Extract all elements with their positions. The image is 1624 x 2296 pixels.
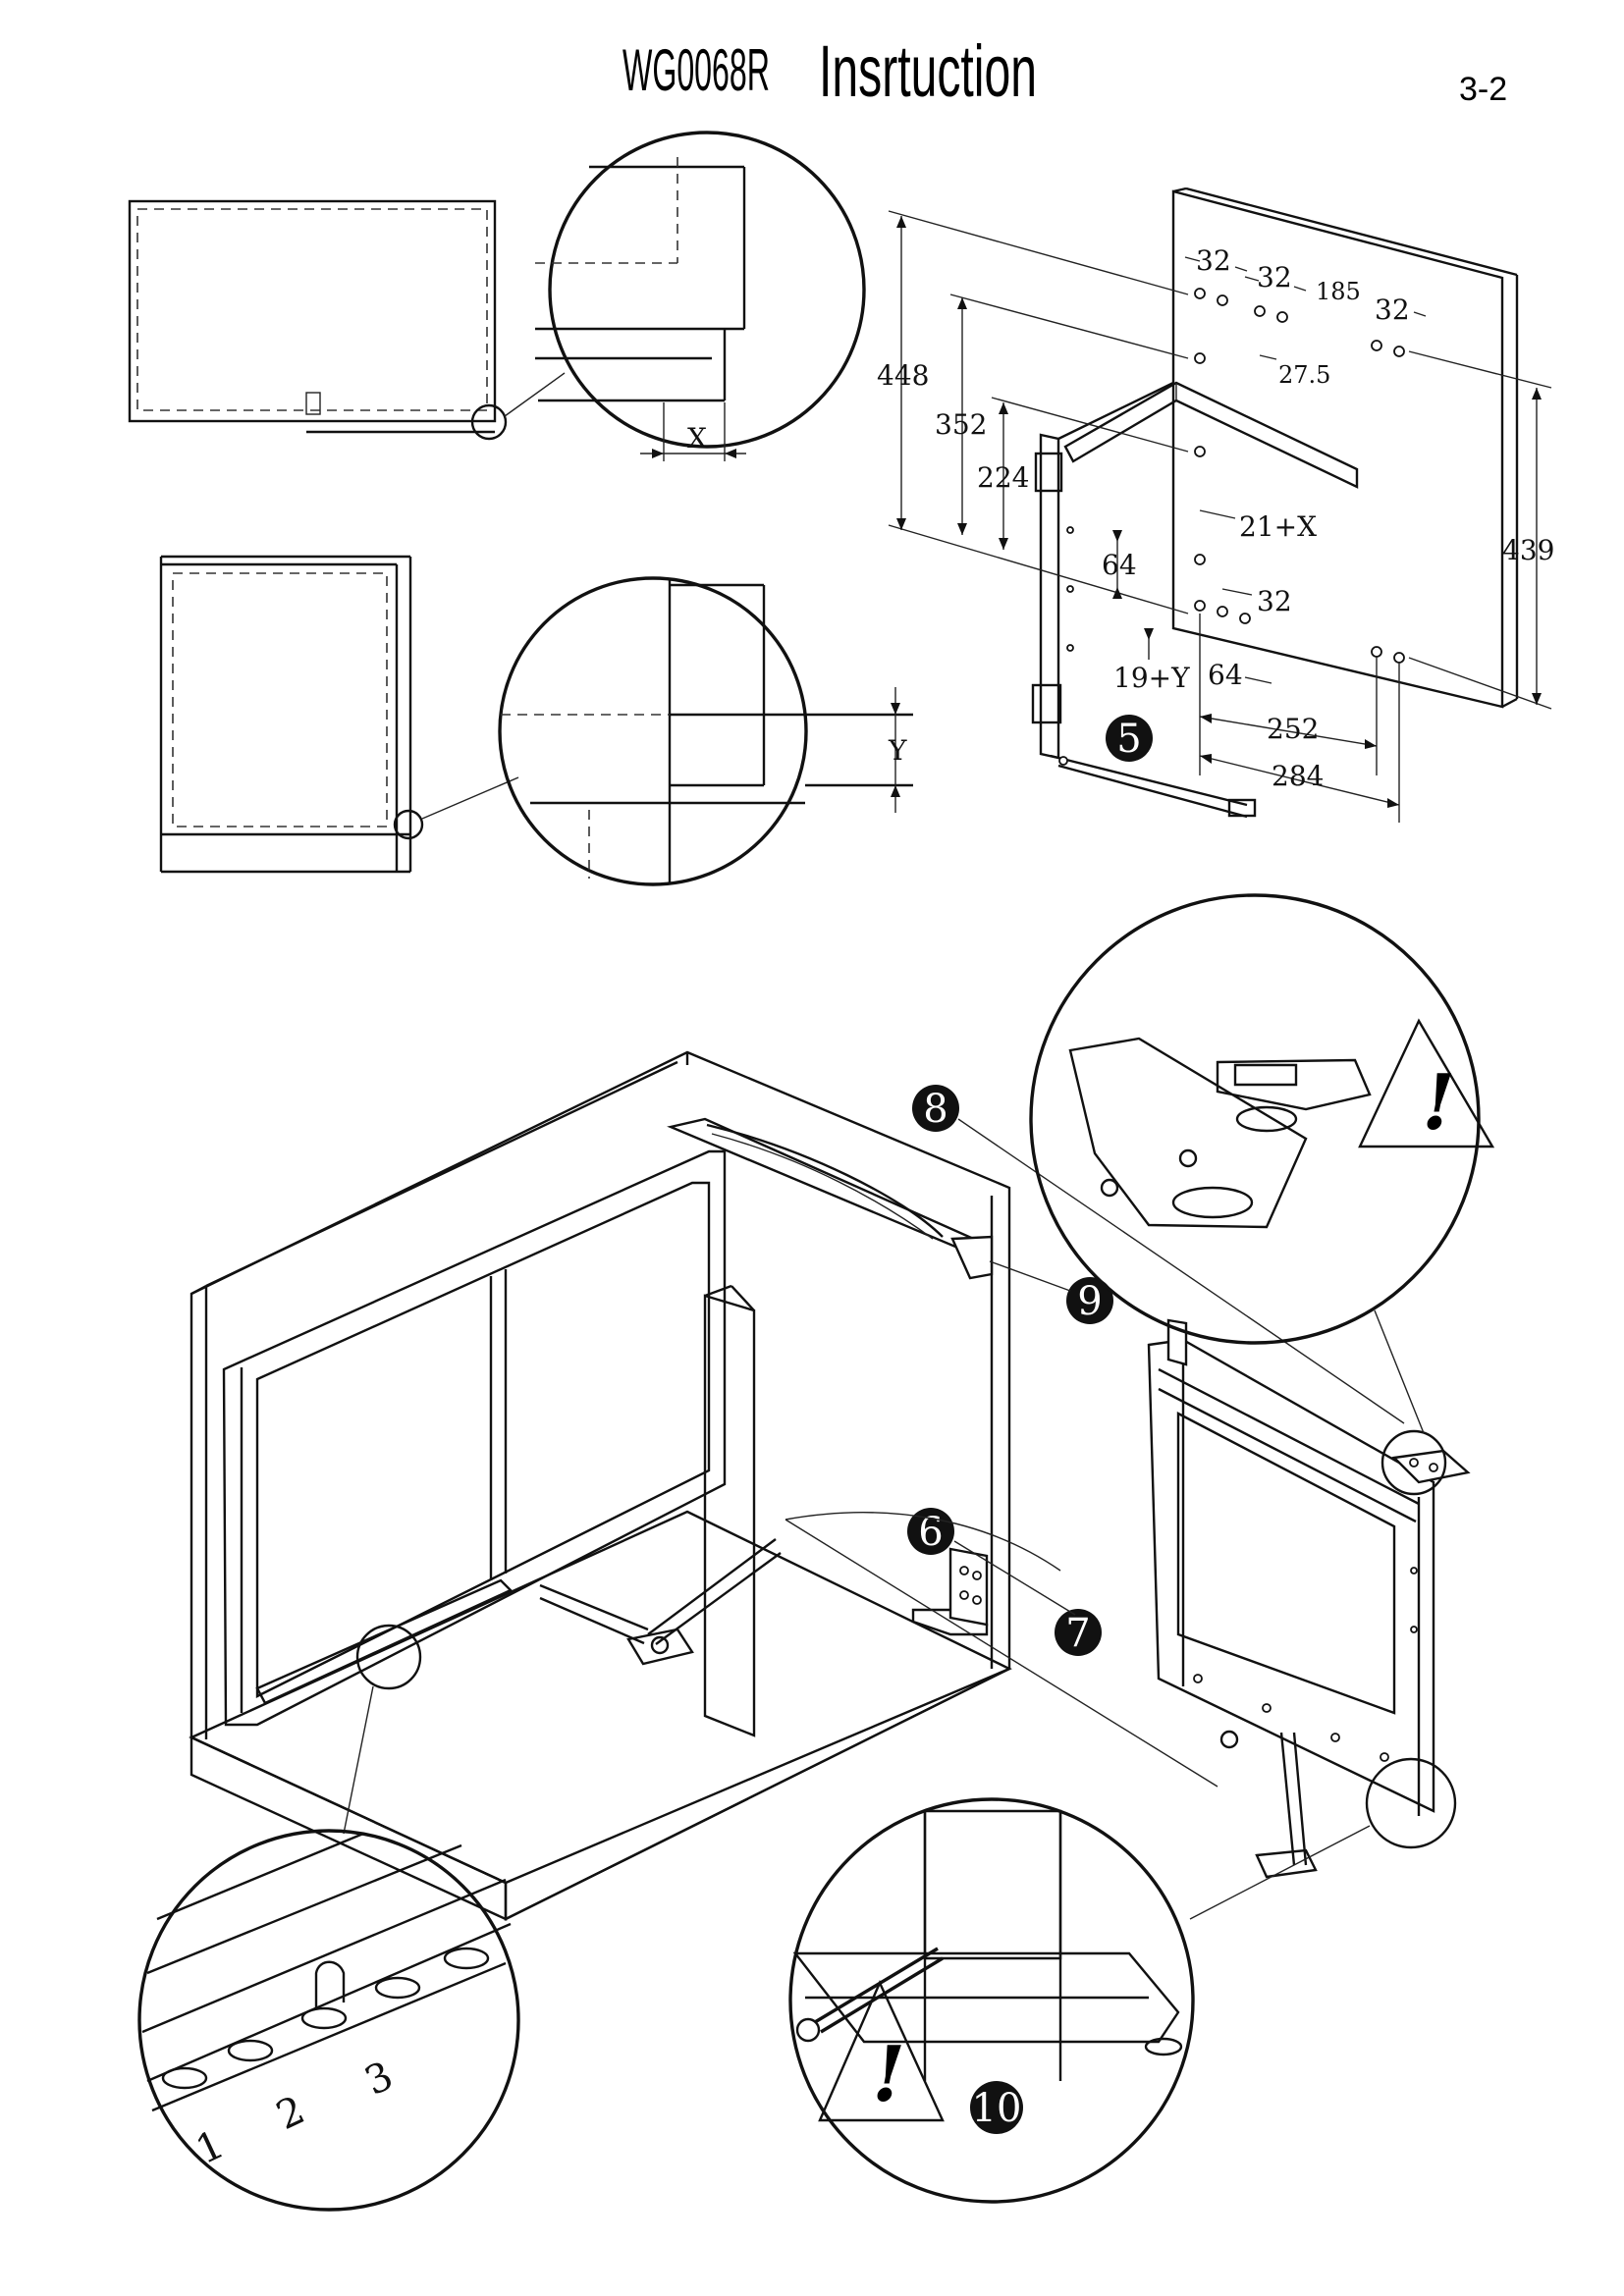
hole-position-1: 1 (189, 2122, 232, 2173)
step9-marker: 9 (1066, 1277, 1113, 1324)
dim-64-second: 64 (1208, 659, 1243, 691)
page-header: WG0068R Insrtuction 3-2 (623, 30, 1507, 112)
step8-number: 8 (923, 1087, 947, 1132)
dim-32-third: 32 (1375, 294, 1410, 326)
step5-number: 5 (1116, 717, 1141, 762)
cabinet-assembly (189, 1050, 1012, 1921)
step9-number: 9 (1077, 1279, 1102, 1324)
dim-185: 185 (1316, 278, 1361, 305)
step7-marker: 7 (1055, 1609, 1102, 1656)
dim-352: 352 (935, 408, 987, 441)
warning-mark-top: ! (1422, 1058, 1455, 1148)
dim-32-first: 32 (1196, 244, 1231, 277)
detail-top-pivot: ! (1029, 893, 1495, 1434)
gap-y-label: Y (888, 734, 907, 767)
warning-mark-bottom: ! (872, 2030, 905, 2119)
step10-number: 10 (972, 2086, 1022, 2131)
step5-panel: 448 352 224 439 32 32 185 32 (877, 187, 1554, 823)
page-title: Insrtuction (819, 30, 1037, 112)
detail-y-panel: Y (159, 555, 913, 886)
dim-224: 224 (977, 461, 1029, 494)
model-code: WG0068R (623, 37, 770, 103)
detail-hole-positions: 1 2 3 (137, 1829, 520, 2212)
dim-19-plus-y: 19+Y (1113, 662, 1190, 694)
dim-32-fourth: 32 (1257, 585, 1292, 617)
step5-dimensions: 448 352 224 439 32 32 185 32 (877, 210, 1554, 823)
dim-27-5: 27.5 (1278, 361, 1330, 389)
corner-frame-assembly (1031, 381, 1359, 819)
gap-x-label: X (687, 422, 707, 454)
hinge-hole-pattern (1194, 288, 1405, 664)
step10-marker: 10 (970, 2081, 1023, 2134)
dim-448: 448 (877, 359, 929, 392)
warning-triangle-icon (818, 1980, 945, 2122)
dim-439: 439 (1502, 534, 1554, 566)
hole-position-2: 2 (270, 2088, 312, 2139)
warning-triangle-icon (1358, 1018, 1495, 1148)
dim-64-first: 64 (1102, 549, 1137, 581)
detail-bottom-pivot: ! 10 (788, 1797, 1371, 2204)
dim-252: 252 (1267, 713, 1319, 745)
step8-marker: 8 (912, 1085, 959, 1132)
detail-y-magnified: Y (501, 578, 913, 883)
dim-32-second: 32 (1257, 261, 1292, 294)
dim-21-plus-x: 21+X (1239, 510, 1317, 543)
step5-marker: 5 (1106, 715, 1153, 762)
hole-position-3: 3 (358, 2054, 401, 2105)
page-number: 3-2 (1459, 71, 1507, 108)
detail-x-panel: X (128, 131, 866, 461)
step6-marker: 6 (907, 1508, 954, 1555)
detail-x-magnified: X (535, 157, 746, 461)
dim-284: 284 (1272, 760, 1324, 792)
step7-number: 7 (1065, 1611, 1090, 1656)
swing-frame-assembly (1147, 1318, 1471, 1879)
